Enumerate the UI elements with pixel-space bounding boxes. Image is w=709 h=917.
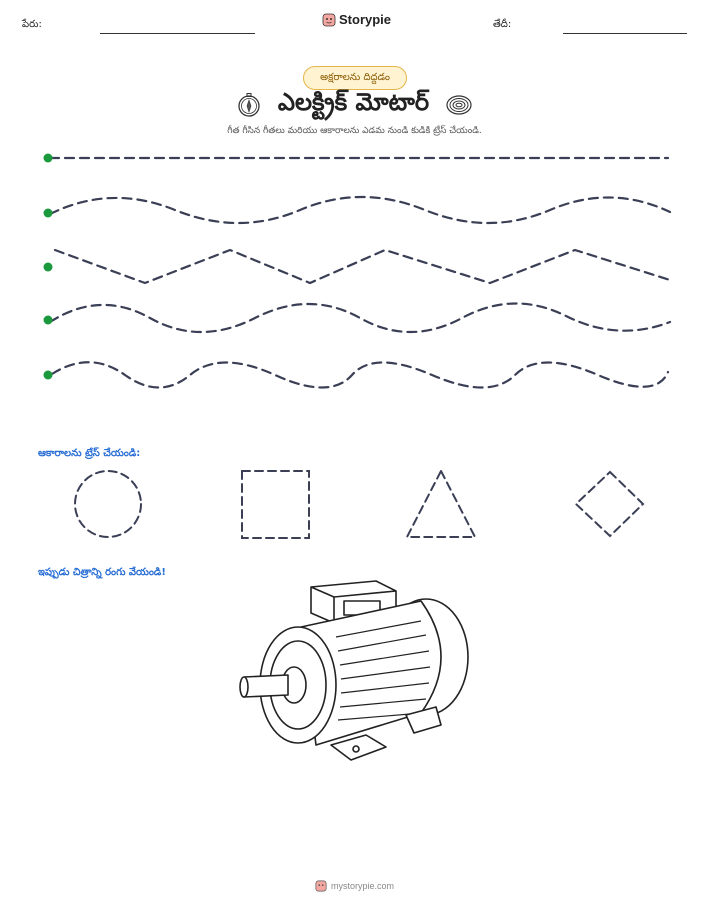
coil-icon: [446, 95, 472, 115]
trace-line-wave-1: [48, 195, 672, 225]
tracing-shapes[interactable]: [0, 466, 709, 546]
date-line[interactable]: [563, 33, 687, 34]
date-label: తేదీ:: [493, 19, 512, 30]
brand-name: Storypie: [339, 12, 392, 27]
trace-line-wave-3: [50, 361, 670, 389]
name-line[interactable]: [100, 33, 255, 34]
trace-diamond: [574, 470, 645, 538]
title-row: ఎలక్ట్రిక్ మోటార్: [0, 88, 709, 122]
electric-motor-illustration[interactable]: [236, 575, 476, 775]
compass-icon: [238, 93, 260, 117]
storypie-logo-icon: [315, 880, 327, 892]
brand-logo: Storypie: [322, 12, 391, 27]
trace-circle: [74, 470, 142, 538]
coloring-label: ఇప్పుడు చిత్రాన్ని రంగు వేయండి!: [38, 567, 166, 578]
shapes-label: ఆకారాలను ట్రేస్ చేయండి:: [38, 448, 141, 459]
tracing-lines[interactable]: [0, 140, 709, 400]
trace-triangle: [405, 468, 477, 538]
storypie-logo-icon: [322, 13, 336, 26]
start-dot: [43, 315, 53, 325]
start-dot: [43, 262, 53, 272]
start-dot: [43, 370, 53, 380]
trace-line-wave-2: [48, 302, 672, 333]
footer: mystorypie.com: [0, 880, 709, 892]
instructions: గీత గీసిన గీతలు మరియు ఆకారాలను ఎడమ నుండి…: [227, 126, 482, 136]
start-dot: [43, 153, 53, 163]
trace-line-zigzag: [53, 248, 672, 285]
page-title: ఎలక్ట్రిక్ మోటార్: [277, 88, 430, 116]
footer-url[interactable]: mystorypie.com: [330, 881, 394, 891]
start-dot: [43, 208, 53, 218]
name-label: పేరు:: [22, 19, 42, 30]
trace-square: [241, 470, 310, 539]
worksheet-badge: అక్షరాలను దిద్దడం: [303, 66, 407, 90]
